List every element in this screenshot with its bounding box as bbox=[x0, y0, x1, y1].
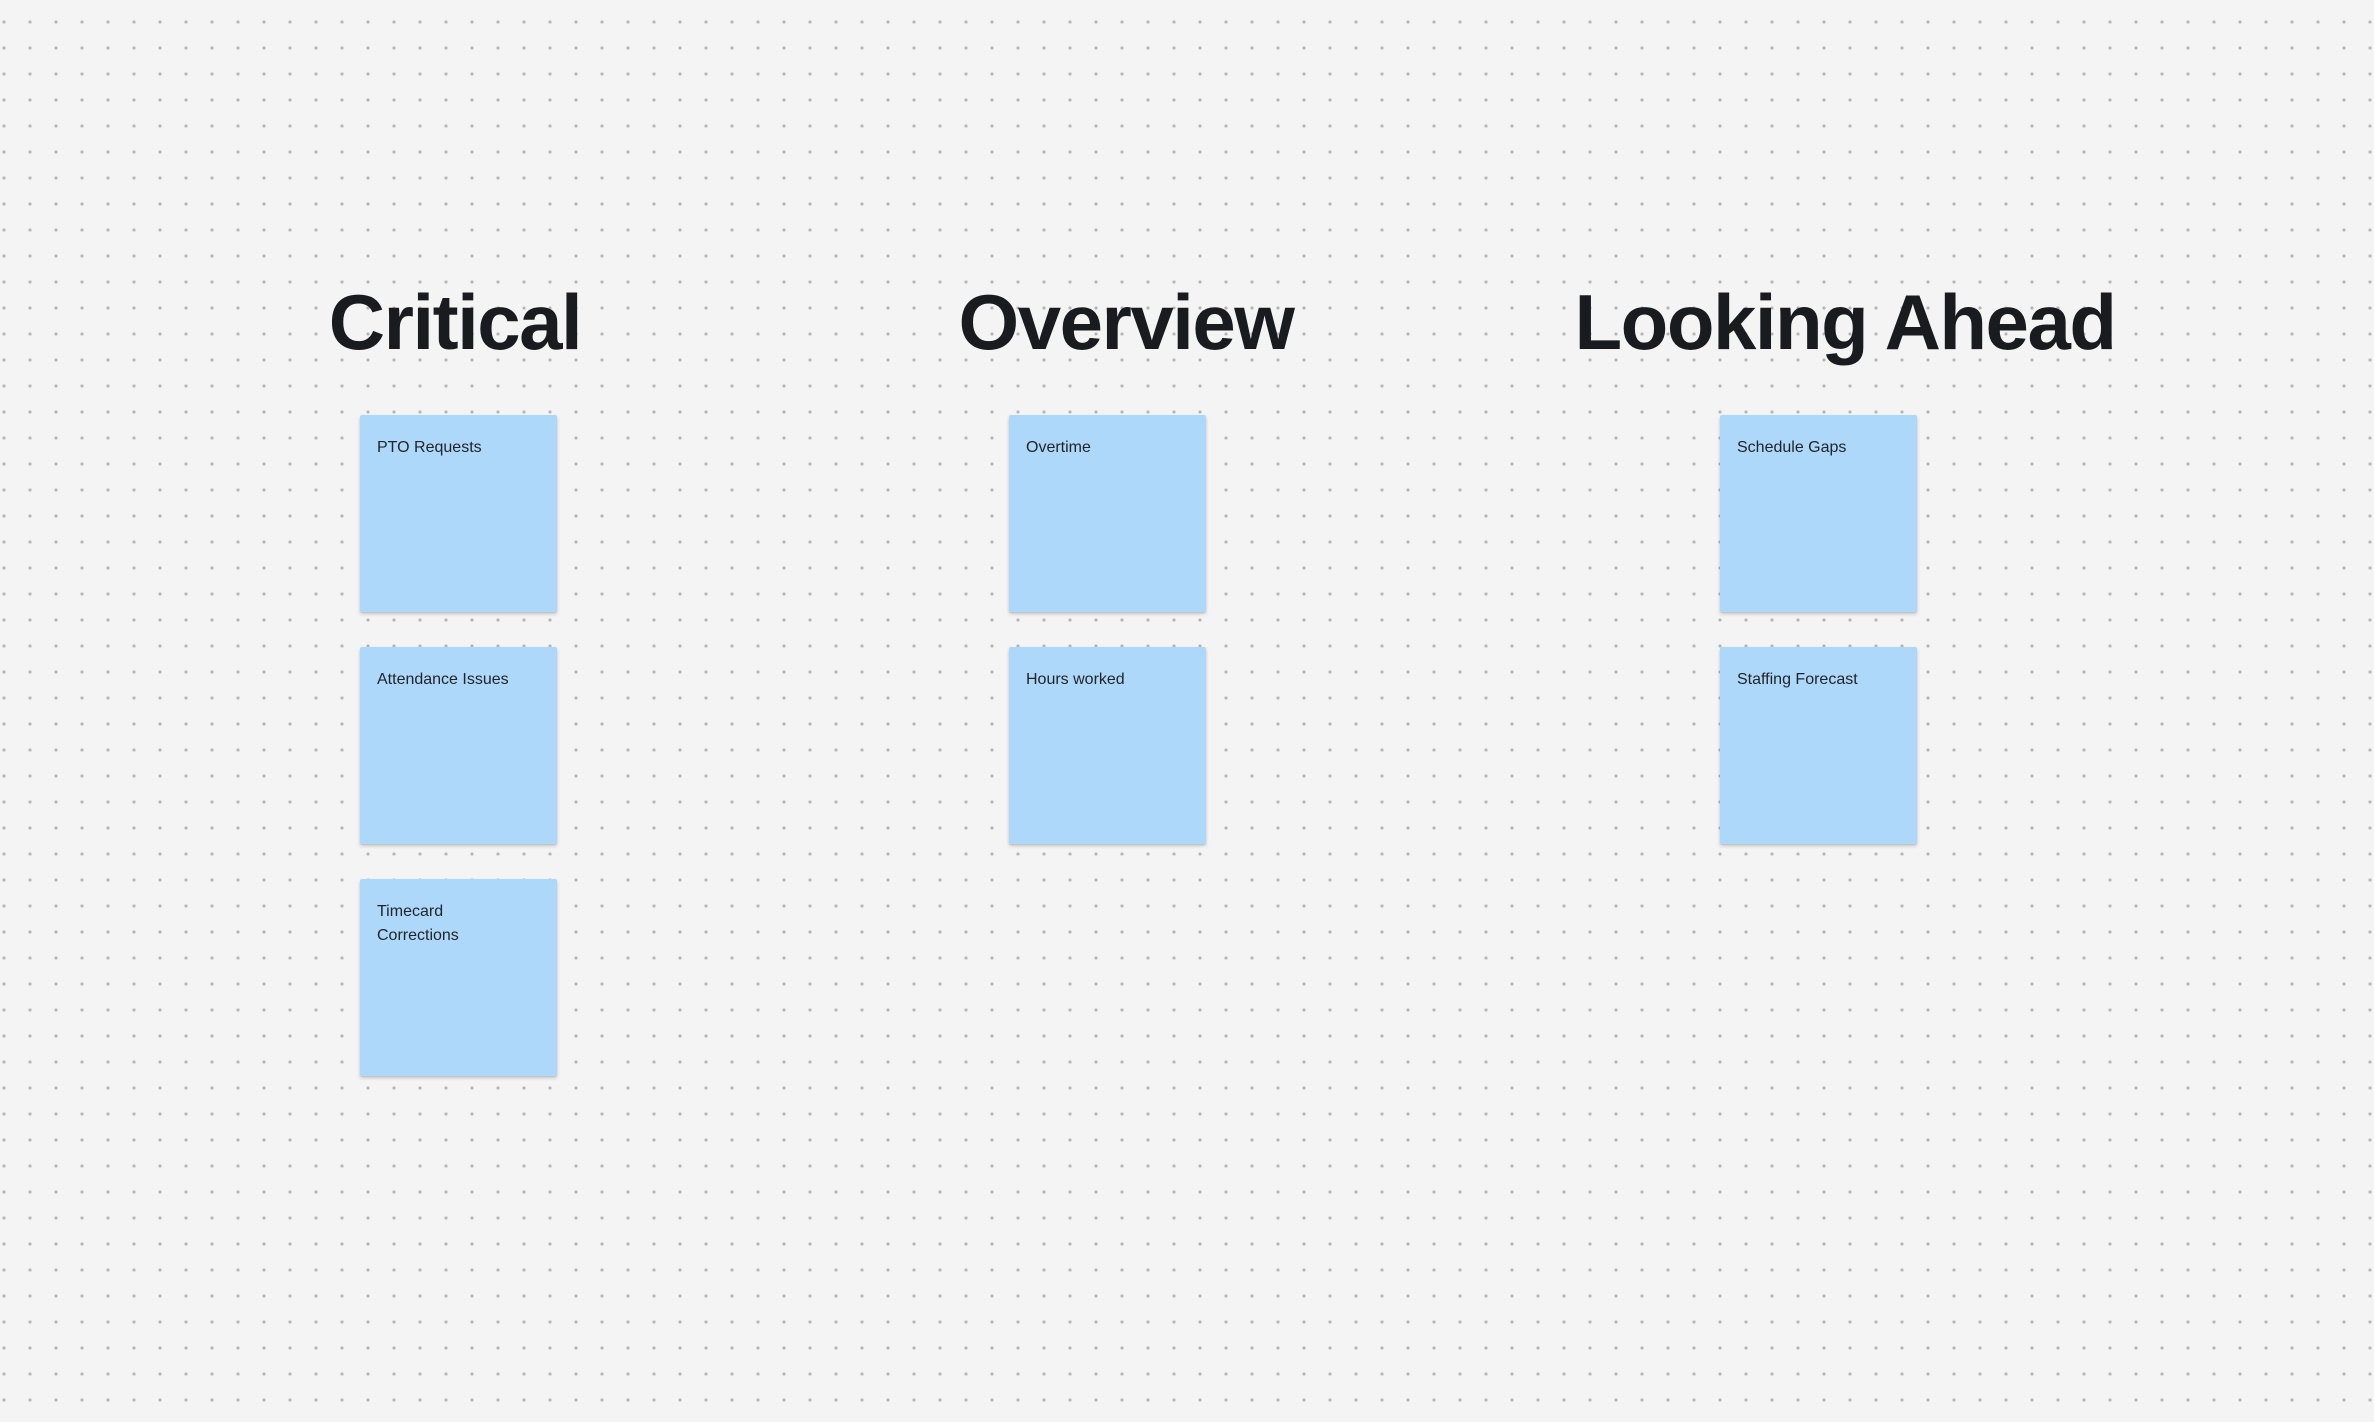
sticky-note-label: Attendance Issues bbox=[377, 671, 509, 688]
sticky-note-pto-requests[interactable]: PTO Requests bbox=[360, 415, 557, 612]
sticky-note-schedule-gaps[interactable]: Schedule Gaps bbox=[1720, 415, 1917, 612]
sticky-note-label: Staffing Forecast bbox=[1737, 671, 1858, 688]
sticky-note-overtime[interactable]: Overtime bbox=[1009, 415, 1206, 612]
column-heading-overview[interactable]: Overview bbox=[958, 278, 1295, 366]
column-heading-critical[interactable]: Critical bbox=[328, 278, 583, 366]
sticky-note-label: Hours worked bbox=[1026, 671, 1125, 688]
sticky-note-label: Schedule Gaps bbox=[1737, 439, 1847, 456]
sticky-note-label: PTO Requests bbox=[377, 439, 482, 456]
column-heading-looking-ahead[interactable]: Looking Ahead bbox=[1574, 278, 2117, 366]
sticky-note-label: Overtime bbox=[1026, 439, 1091, 456]
sticky-note-staffing-forecast[interactable]: Staffing Forecast bbox=[1720, 647, 1917, 844]
sticky-note-timecard-corrections[interactable]: Timecard Corrections bbox=[360, 879, 557, 1076]
sticky-note-hours-worked[interactable]: Hours worked bbox=[1009, 647, 1206, 844]
sticky-note-attendance-issues[interactable]: Attendance Issues bbox=[360, 647, 557, 844]
sticky-note-label: Timecard Corrections bbox=[377, 903, 459, 944]
